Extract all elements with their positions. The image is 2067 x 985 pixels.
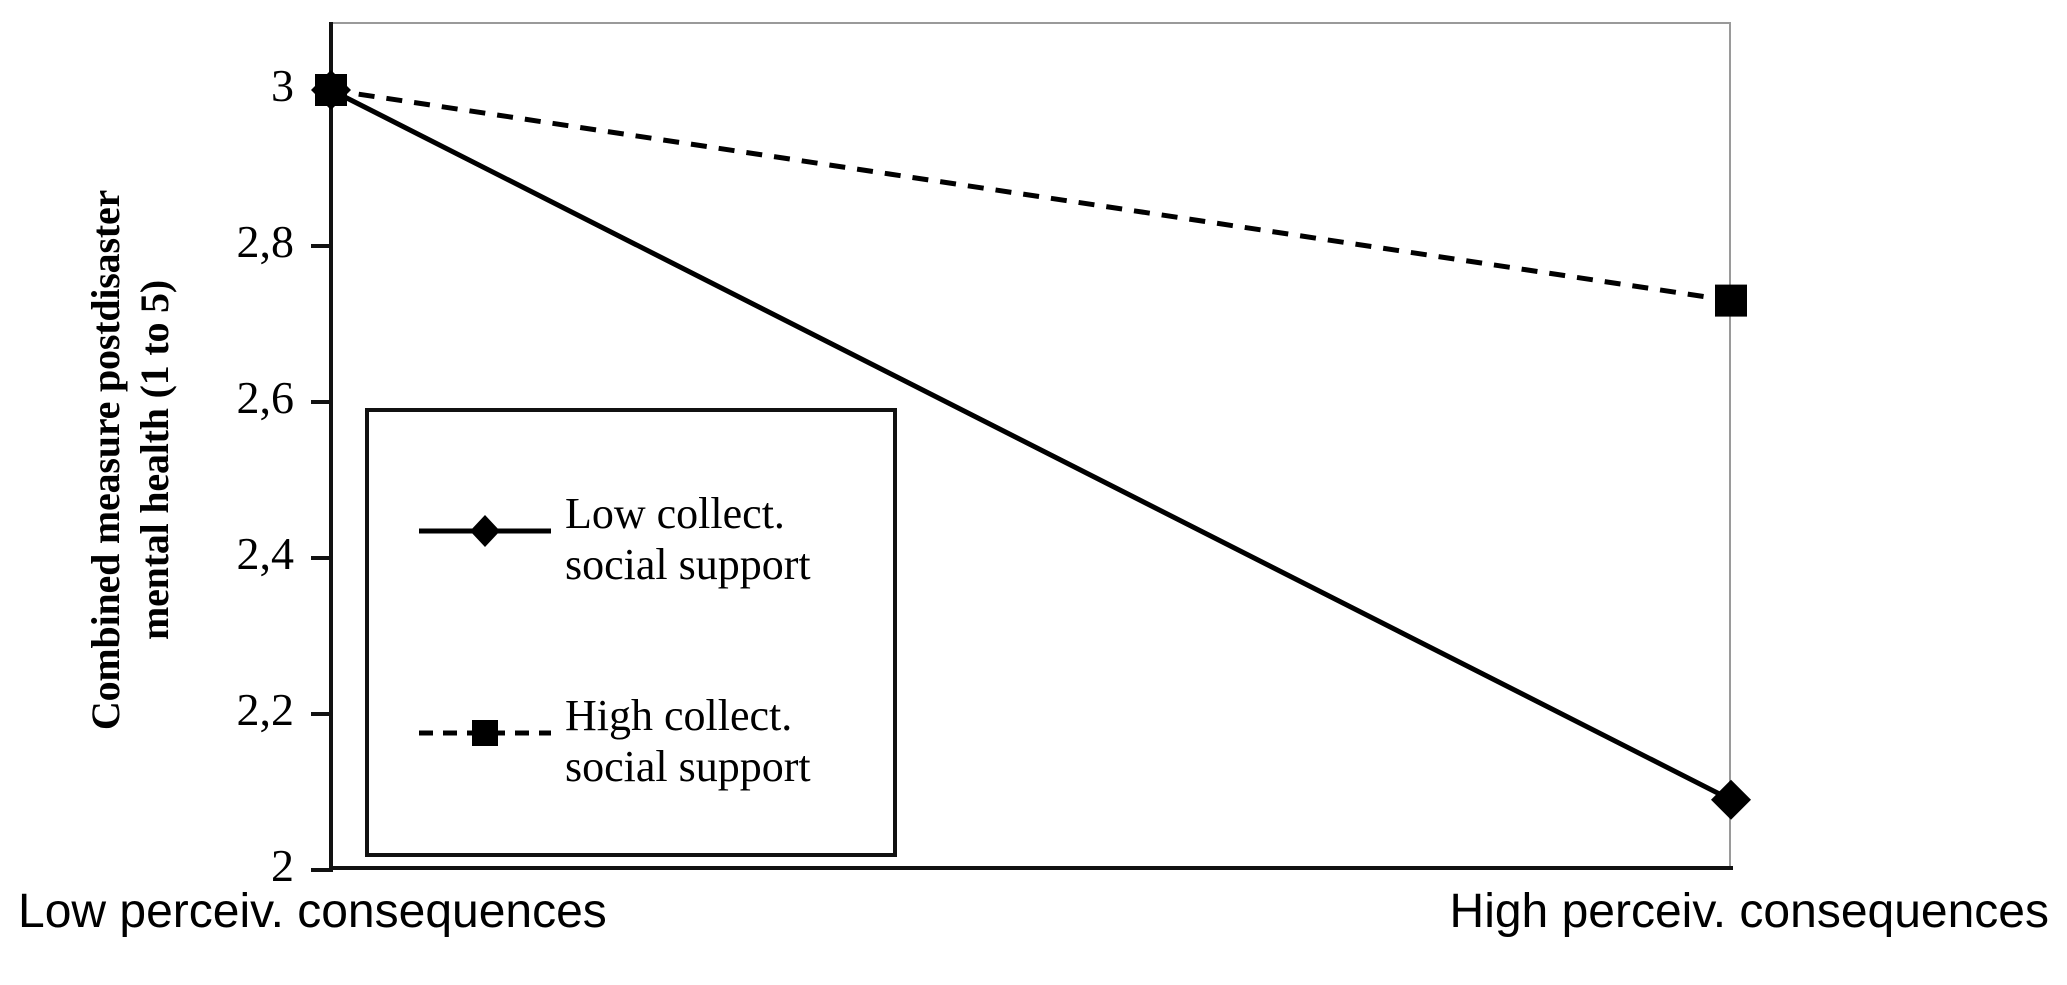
chart-legend: Low collect. social support High collect… (365, 408, 897, 857)
y-tick-mark (311, 556, 329, 560)
y-tick-mark (311, 400, 329, 404)
legend-label-low: Low collect. social support (565, 489, 811, 590)
legend-label-high: High collect. social support (565, 691, 811, 792)
legend-entry-high: High collect. social support (369, 691, 893, 826)
y-tick-label-text: 2,2 (236, 684, 295, 735)
legend-entry-low: Low collect. social support (369, 489, 893, 624)
y-tick-mark (311, 244, 329, 248)
y-tick-label-text: 2,6 (236, 372, 295, 423)
y-tick-label-text: 2 (271, 840, 294, 891)
y-tick-label-text: 3 (271, 60, 294, 111)
square-marker-icon (417, 710, 553, 756)
y-axis-line (329, 22, 333, 872)
y-tick-label-text: 2,4 (236, 528, 295, 579)
y-tick-label-text: 2,8 (236, 216, 295, 267)
y-tick-mark (311, 868, 329, 872)
x-category-label-low: Low perceiv. consequences (18, 885, 607, 938)
x-axis-line (329, 866, 1733, 870)
y-axis-title: Combined measure postdisaster mental hea… (83, 189, 177, 731)
diamond-marker-icon (417, 508, 553, 554)
y-tick-mark (311, 712, 329, 716)
x-category-label-high: High perceiv. consequences (1449, 885, 2049, 938)
